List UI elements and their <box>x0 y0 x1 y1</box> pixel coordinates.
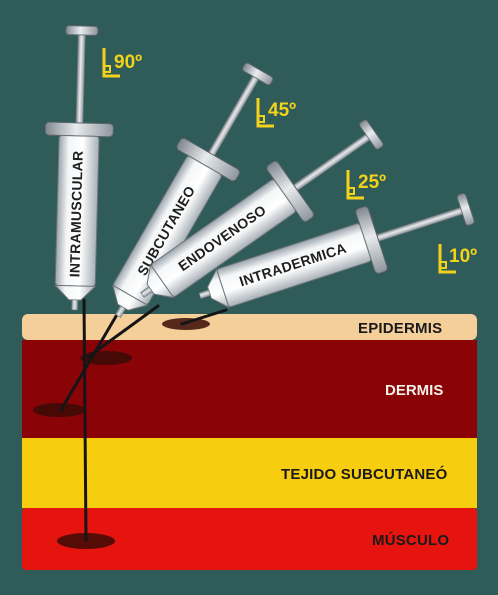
angle-label: 45º <box>268 100 296 121</box>
intramuscular-needle <box>82 298 88 542</box>
skin-layers <box>22 314 477 570</box>
square-icon <box>103 65 111 73</box>
intravenous-needle <box>86 304 160 359</box>
right-angle-icon <box>438 244 456 274</box>
subcutaneous-needle <box>59 304 124 412</box>
angle-label: 25º <box>358 172 386 193</box>
layer-label-subcutaneous: TEJIDO SUBCUTANEÓ <box>281 465 448 483</box>
square-icon <box>347 187 355 195</box>
syringe-label: INTRAMUSCULAR <box>66 150 85 277</box>
angle-marker-25: 25º <box>346 170 386 200</box>
square-icon <box>257 115 265 123</box>
layer-label-muscle: MÚSCULO <box>372 531 449 549</box>
angle-marker-10: 10º <box>438 244 477 274</box>
angle-label: 90º <box>114 52 142 73</box>
angle-marker-45: 45º <box>256 98 296 128</box>
layer-label-epidermis: EPIDERMIS <box>358 320 442 337</box>
muscle-layer <box>22 508 477 570</box>
angle-label: 10º <box>449 246 477 267</box>
subcutaneous-layer <box>22 438 477 508</box>
right-angle-icon <box>256 98 274 128</box>
square-icon <box>439 261 447 269</box>
angle-markers: 90º 45º 25º 10º <box>102 48 477 274</box>
layer-labels: EPIDERMIS DERMIS TEJIDO SUBCUTANEÓ MÚSCU… <box>281 320 449 549</box>
subcutaneous-mark <box>33 403 85 417</box>
needles <box>59 298 228 542</box>
syringe-intramuscular: INTRAMUSCULAR <box>40 24 117 312</box>
intradermal-needle <box>180 308 228 326</box>
right-angle-icon <box>102 48 120 78</box>
layer-label-dermis: DERMIS <box>385 382 443 399</box>
angle-marker-90: 90º <box>102 48 142 78</box>
right-angle-icon <box>346 170 364 200</box>
